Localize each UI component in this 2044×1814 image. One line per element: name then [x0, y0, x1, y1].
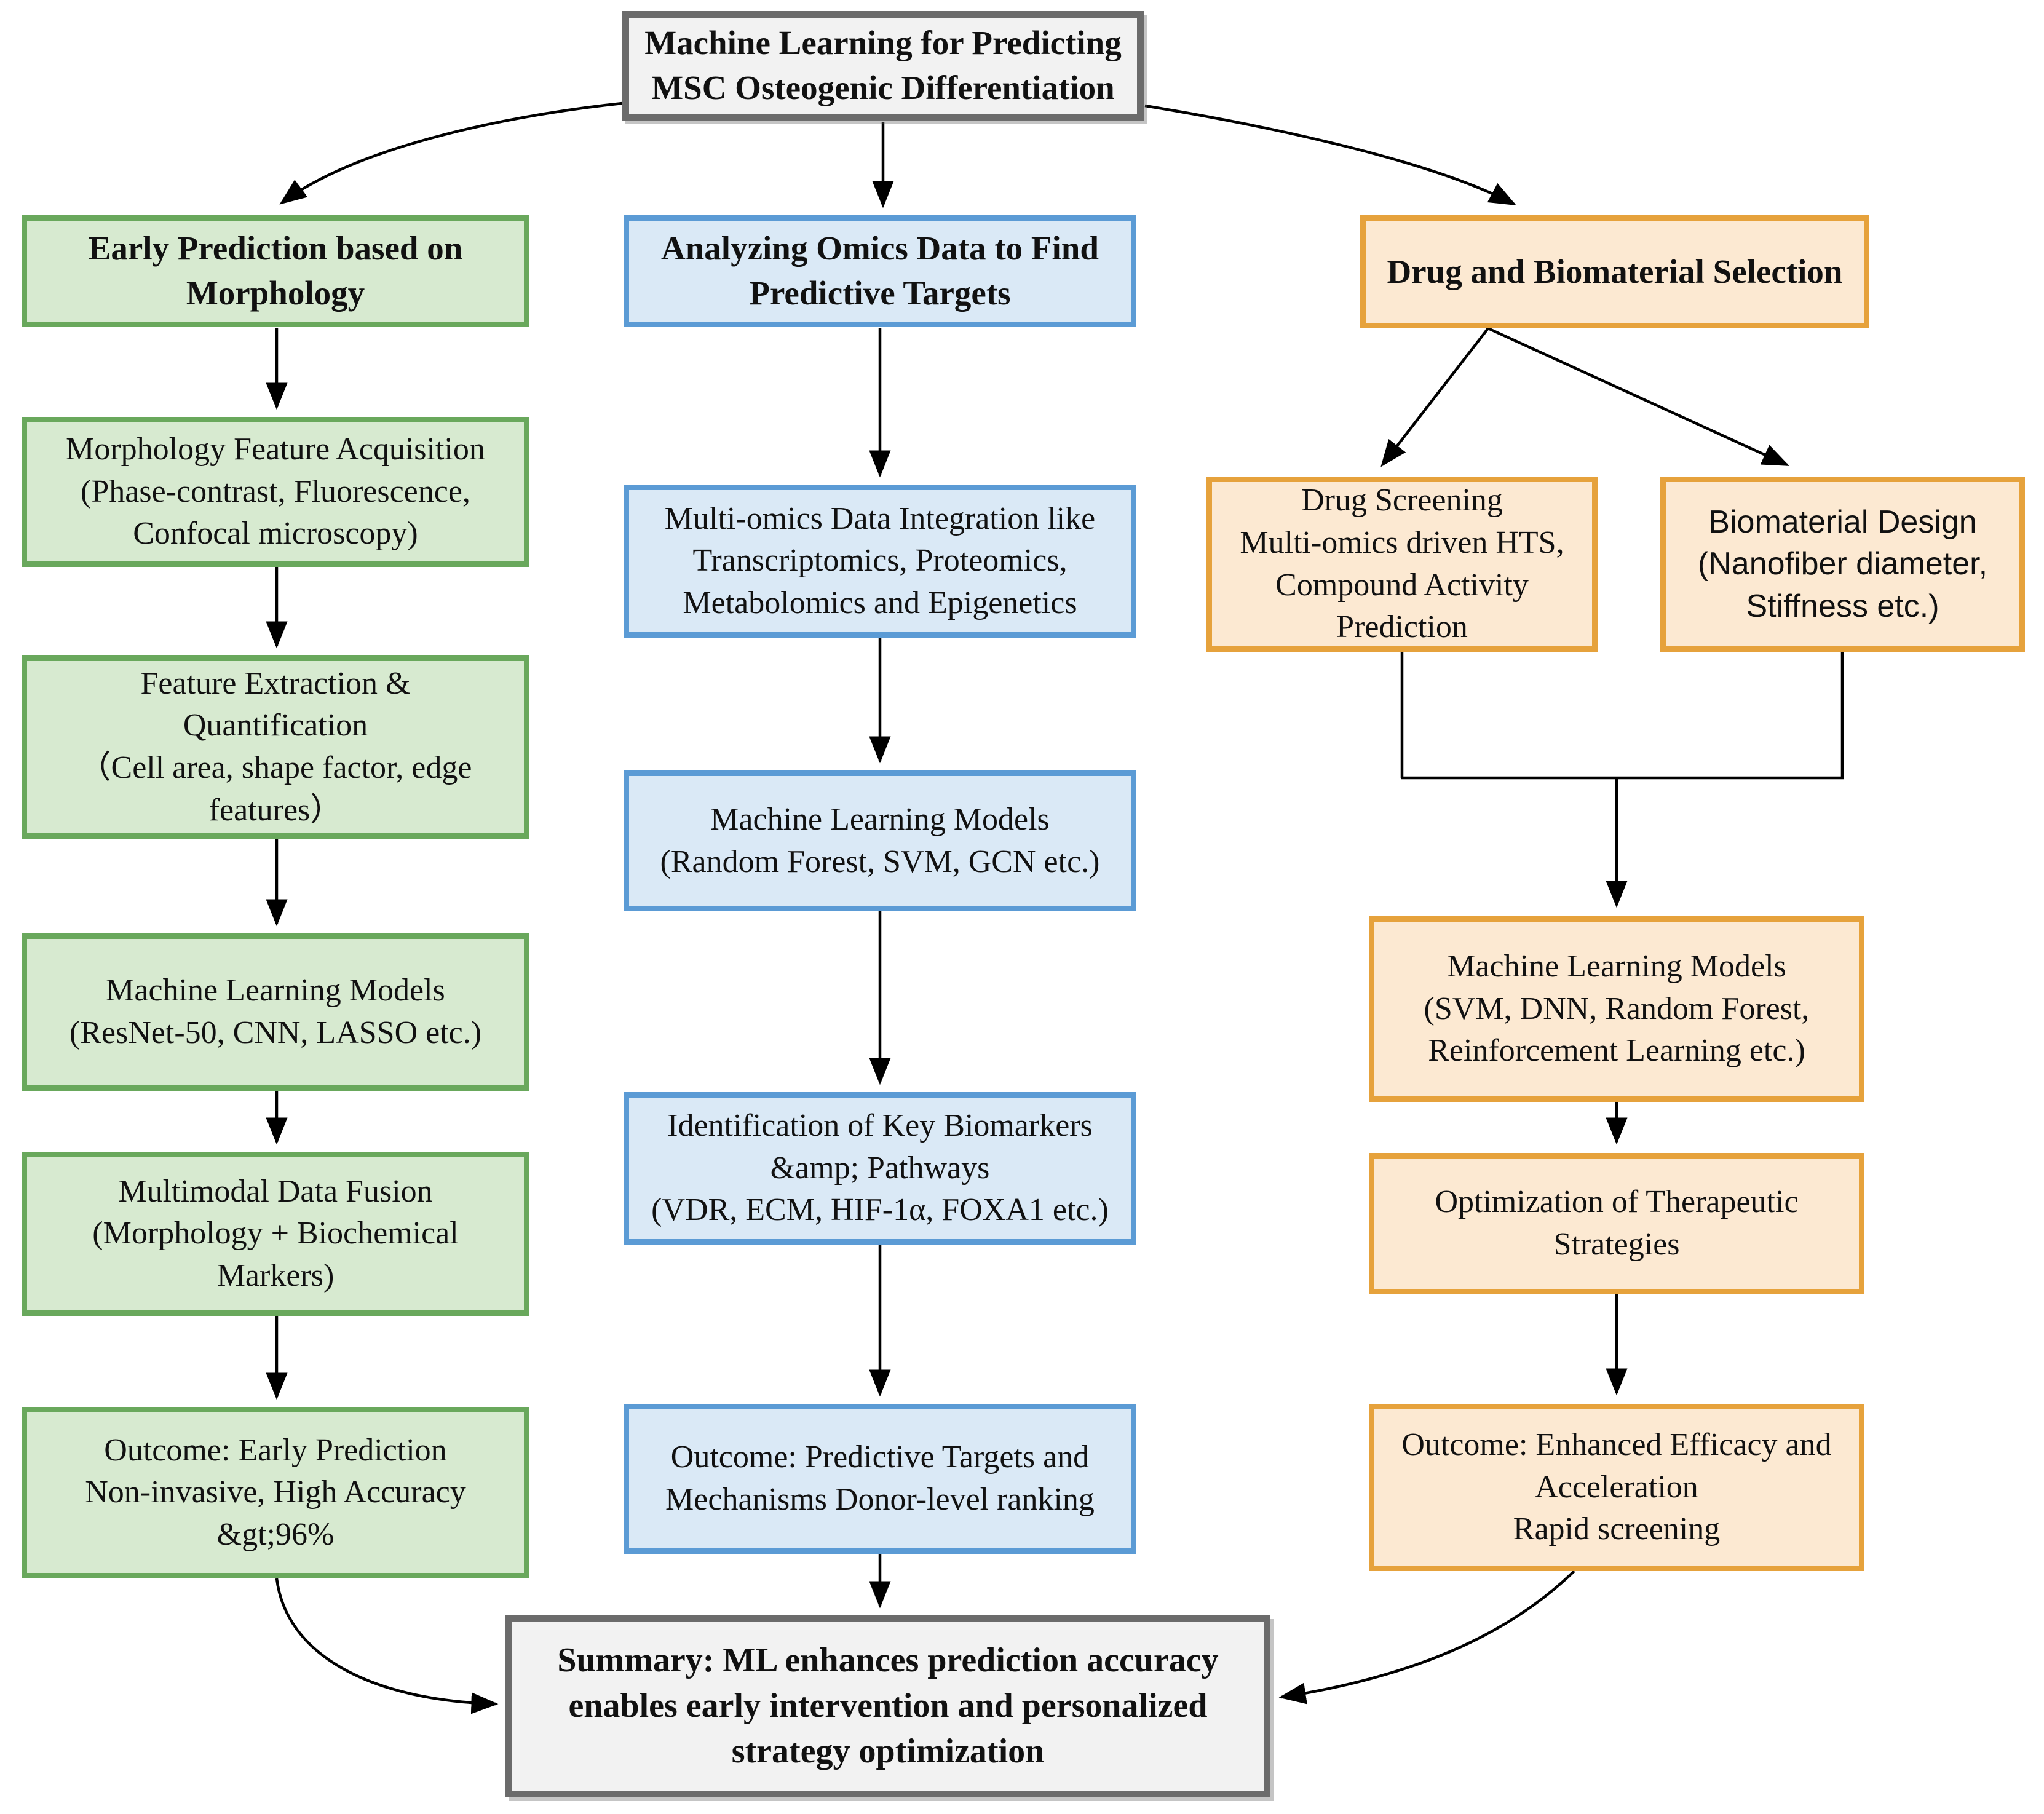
box-biomaterial-design: Biomaterial Design (Nanofiber diameter, …: [1660, 477, 2025, 652]
arrow-orange-to-summary: [1278, 1570, 1575, 1705]
box-text: Outcome: Predictive Targets and Mechanis…: [665, 1440, 1095, 1517]
box-text: Biomaterial Design (Nanofiber diameter, …: [1697, 504, 1988, 624]
box-text: Machine Learning Models (SVM, DNN, Rando…: [1424, 949, 1810, 1069]
box-text: Machine Learning Models (Random Forest, …: [660, 801, 1100, 879]
box-drug-screening: Drug Screening Multi-omics driven HTS, C…: [1206, 477, 1598, 652]
arrow-title-to-morphology: [279, 101, 623, 205]
title-text: Machine Learning for Predicting MSC Oste…: [644, 24, 1122, 106]
header-drug-biomaterial-text: Drug and Biomaterial Selection: [1387, 252, 1843, 290]
box-text: Machine Learning Models (ResNet-50, CNN,…: [69, 973, 482, 1050]
arrow-green-to-summary: [275, 1578, 499, 1714]
box-key-biomarkers: Identification of Key Biomarkers &amp; P…: [624, 1092, 1136, 1245]
box-ml-models-morphology: Machine Learning Models (ResNet-50, CNN,…: [22, 933, 529, 1091]
box-outcome-drug: Outcome: Enhanced Efficacy and Accelerat…: [1369, 1404, 1864, 1571]
arrow-drug-split-right: [1487, 327, 1790, 467]
box-outcome-omics: Outcome: Predictive Targets and Mechanis…: [624, 1404, 1136, 1554]
box-multimodal-fusion: Multimodal Data Fusion (Morphology + Bio…: [22, 1152, 529, 1316]
box-multiomics-integration: Multi-omics Data Integration like Transc…: [624, 485, 1136, 638]
box-ml-models-omics: Machine Learning Models (Random Forest, …: [624, 770, 1136, 911]
box-text: Optimization of Therapeutic Strategies: [1435, 1184, 1799, 1262]
box-text: Drug Screening Multi-omics driven HTS, C…: [1240, 483, 1564, 645]
header-morphology-column: Early Prediction based on Morphology: [22, 215, 529, 327]
header-omics-text: Analyzing Omics Data to Find Predictive …: [661, 229, 1099, 312]
arrow-drug-split-left: [1380, 327, 1489, 467]
header-drug-biomaterial-column: Drug and Biomaterial Selection: [1360, 215, 1869, 328]
summary-text: Summary: ML enhances prediction accuracy…: [557, 1641, 1219, 1770]
title-box: Machine Learning for Predicting MSC Oste…: [622, 11, 1144, 121]
box-morphology-feature-acquisition: Morphology Feature Acquisition (Phase-co…: [22, 417, 529, 567]
box-text: Feature Extraction & Quantification （Cel…: [79, 665, 472, 828]
box-text: Morphology Feature Acquisition (Phase-co…: [66, 432, 485, 552]
box-outcome-morphology: Outcome: Early Prediction Non-invasive, …: [22, 1407, 529, 1578]
box-text: Multi-omics Data Integration like Transc…: [664, 501, 1096, 620]
header-omics-column: Analyzing Omics Data to Find Predictive …: [624, 215, 1136, 327]
box-text: Identification of Key Biomarkers &amp; P…: [651, 1108, 1109, 1228]
box-text: Outcome: Enhanced Efficacy and Accelerat…: [1401, 1427, 1832, 1547]
header-morphology-text: Early Prediction based on Morphology: [88, 229, 463, 312]
arrow-title-to-drug: [1144, 104, 1516, 206]
box-feature-extraction: Feature Extraction & Quantification （Cel…: [22, 655, 529, 839]
box-ml-models-drug: Machine Learning Models (SVM, DNN, Rando…: [1369, 916, 1864, 1102]
box-text: Outcome: Early Prediction Non-invasive, …: [85, 1432, 466, 1552]
box-text: Multimodal Data Fusion (Morphology + Bio…: [92, 1173, 459, 1293]
box-optimization-strategies: Optimization of Therapeutic Strategies: [1369, 1153, 1864, 1294]
summary-box: Summary: ML enhances prediction accuracy…: [505, 1615, 1270, 1797]
